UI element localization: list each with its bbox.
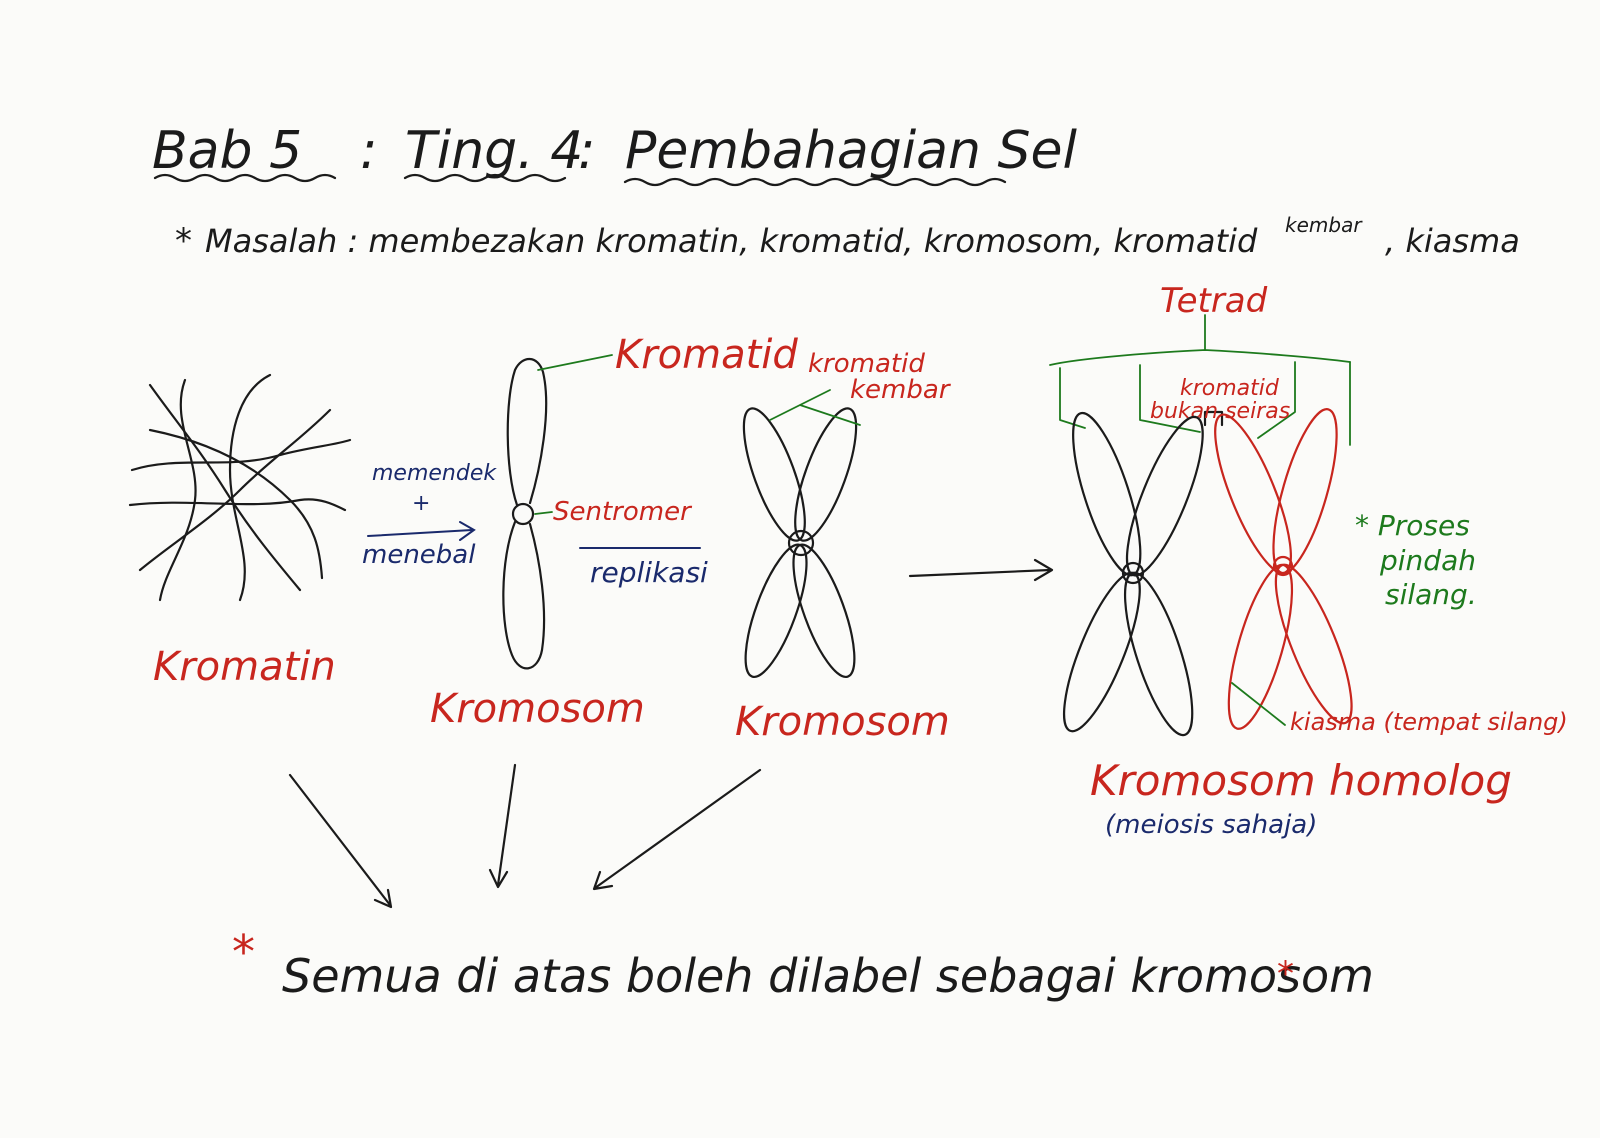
label-kromatid-kembar-2: kembar	[850, 375, 952, 405]
label-menebal: menebal	[362, 540, 476, 570]
label-kromatid-kembar-1: kromatid	[808, 349, 925, 379]
chromatin-drawing	[128, 373, 352, 602]
title-separator-1: :	[360, 121, 378, 181]
label-bukan-seiras-1: kromatid	[1180, 376, 1280, 401]
label-bukan-seiras-2: bukan seiras	[1150, 399, 1290, 424]
label-kromosom-homolog: Kromosom homolog	[1090, 756, 1512, 805]
arrow-shorten-icon	[367, 521, 476, 541]
arrow-from-kromosom2-icon	[592, 768, 762, 891]
label-proses-1: * Proses	[1355, 509, 1470, 542]
converging-arrows	[288, 763, 762, 909]
title-underline-form	[403, 173, 567, 183]
centromere-circle-2	[787, 529, 815, 557]
title-underline-topic	[623, 177, 1007, 187]
title-form: Ting. 4	[405, 121, 583, 181]
title-separator-2: :	[578, 121, 596, 181]
homologous-pair-drawing	[1062, 408, 1353, 737]
footer-star-left: *	[232, 925, 255, 979]
footer-text: Semua di atas boleh dilabel sebagai krom…	[282, 949, 1374, 1003]
arrow-from-kromosom1-icon	[488, 763, 517, 889]
bukan-seiras-marker	[1203, 410, 1224, 427]
label-proses-3: silang.	[1385, 578, 1477, 611]
label-kiasma: kiasma (tempat silang)	[1290, 708, 1568, 736]
problem-text: Masalah : membezakan kromatin, kromatid,…	[205, 222, 1258, 260]
leader-kiasma	[1231, 682, 1286, 726]
title-underline-chapter	[153, 173, 337, 183]
label-memendek: memendek	[372, 461, 497, 486]
leader-sentromer	[534, 511, 553, 515]
label-tetrad: Tetrad	[1160, 281, 1268, 321]
single-chromosome-drawing	[502, 354, 613, 670]
label-kromosom-2: Kromosom	[735, 699, 950, 745]
label-plus: +	[412, 491, 430, 516]
label-proses-2: pindah	[1379, 544, 1476, 577]
centromere-circle	[511, 502, 535, 526]
duplicated-chromosome-drawing	[742, 389, 861, 679]
title-group: Bab 5 : Ting. 4 : Pembahagian Sel	[152, 121, 1078, 187]
tetrad-bracket	[1049, 314, 1351, 446]
arrow-memendek: memendek + menebal	[362, 461, 497, 570]
leader-kromatid	[537, 354, 613, 371]
title-topic: Pembahagian Sel	[625, 121, 1078, 181]
label-kromatid: Kromatid	[615, 332, 798, 378]
label-sentromer: Sentromer	[553, 497, 693, 527]
label-kromosom-1: Kromosom	[430, 686, 645, 732]
title-chapter: Bab 5	[152, 121, 302, 181]
label-replikasi: replikasi	[590, 556, 708, 589]
problem-superscript: kembar	[1285, 213, 1363, 237]
arrow-to-homolog-icon	[908, 558, 1054, 582]
label-kromatin: Kromatin	[153, 644, 336, 690]
leader-kromatid-kembar	[769, 389, 861, 426]
problem-line: * Masalah : membezakan kromatin, kromati…	[175, 213, 1520, 261]
footer-line: * Semua di atas boleh dilabel sebagai kr…	[232, 925, 1374, 1003]
footer-star-right: *	[1277, 954, 1294, 994]
arrow-replikasi: replikasi	[579, 547, 708, 589]
label-meiosis: (meiosis sahaja)	[1105, 810, 1317, 840]
problem-star: *	[175, 221, 192, 261]
arrow-from-kromatin-icon	[288, 773, 393, 909]
problem-tail: , kiasma	[1385, 222, 1520, 260]
